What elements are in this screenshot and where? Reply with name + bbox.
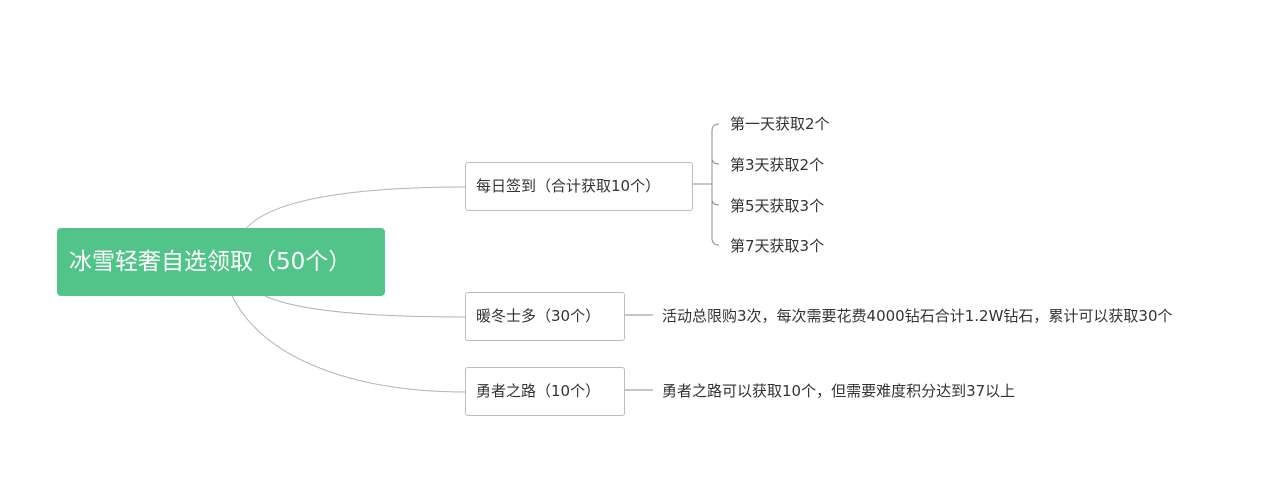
leaf-winter-shop-detail[interactable]: 活动总限购3次，每次需要花费4000钻石合计1.2W钻石，累计可以获取30个: [662, 307, 1173, 325]
bracket-tick-3: [711, 198, 720, 206]
bracket-tick-2: [711, 157, 720, 165]
branch-winter-shop[interactable]: 暖冬士多（30个）: [465, 292, 625, 341]
root-topic[interactable]: 冰雪轻奢自选领取（50个）: [57, 228, 385, 296]
branch-hero-road[interactable]: 勇者之路（10个）: [465, 367, 625, 416]
leaf-hero-road-detail[interactable]: 勇者之路可以获取10个，但需要难度积分达到37以上: [662, 382, 1016, 400]
connector-root-to-winter-shop: [264, 295, 466, 318]
leaf-daily-day7[interactable]: 第7天获取3个: [730, 237, 825, 255]
bracket-spine: [711, 123, 720, 246]
connector-root-to-hero-road: [231, 295, 466, 393]
leaf-daily-day3[interactable]: 第3天获取2个: [730, 156, 825, 174]
leaf-daily-day1[interactable]: 第一天获取2个: [730, 115, 830, 133]
connector-root-to-daily-checkin: [244, 186, 466, 231]
leaf-daily-day5[interactable]: 第5天获取3个: [730, 197, 825, 215]
branch-daily-checkin[interactable]: 每日签到（合计获取10个）: [465, 162, 693, 211]
